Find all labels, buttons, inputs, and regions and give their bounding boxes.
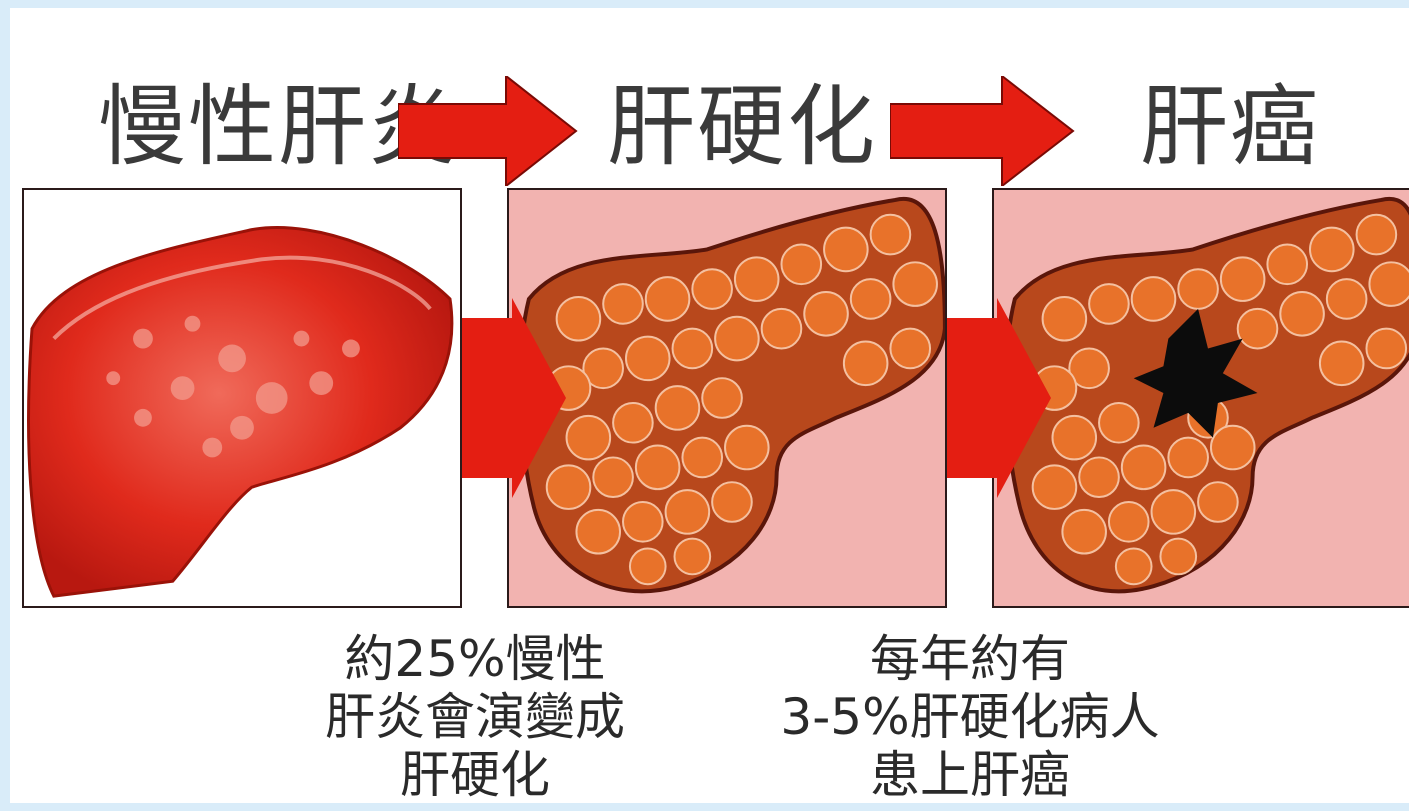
panel-cirrhosis <box>507 188 947 608</box>
stage-title-liver-cancer: 肝癌 <box>1140 72 1320 182</box>
arrow-right-icon <box>947 298 1052 498</box>
panel-liver-cancer <box>992 188 1409 608</box>
caption-line: 3-5%肝硬化病人 <box>730 688 1210 746</box>
caption-cirrhosis-to-cancer: 每年約有 3-5%肝硬化病人 患上肝癌 <box>730 630 1210 804</box>
caption-line: 每年約有 <box>730 630 1210 688</box>
cirrhotic-liver-illustration <box>509 190 945 606</box>
stage-title-cirrhosis: 肝硬化 <box>607 72 877 182</box>
caption-line: 約25%慢性 <box>260 630 690 688</box>
panel-chronic-hepatitis <box>22 188 462 608</box>
arrow-right-icon <box>398 76 578 186</box>
arrow-right-icon <box>890 76 1075 186</box>
arrow-right-icon <box>462 298 567 498</box>
caption-line: 肝炎會演變成 <box>260 688 690 746</box>
caption-line: 肝硬化 <box>260 746 690 804</box>
caption-hepatitis-to-cirrhosis: 約25%慢性 肝炎會演變成 肝硬化 <box>260 630 690 804</box>
inflamed-liver-illustration <box>24 190 460 606</box>
cancerous-liver-illustration <box>994 190 1409 606</box>
caption-line: 患上肝癌 <box>730 746 1210 804</box>
